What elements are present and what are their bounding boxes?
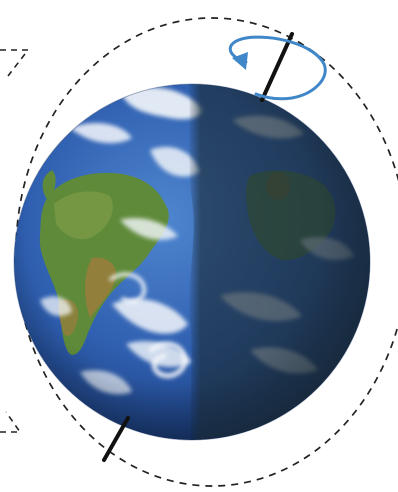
earth-globe xyxy=(14,80,398,448)
night-side xyxy=(188,80,398,448)
